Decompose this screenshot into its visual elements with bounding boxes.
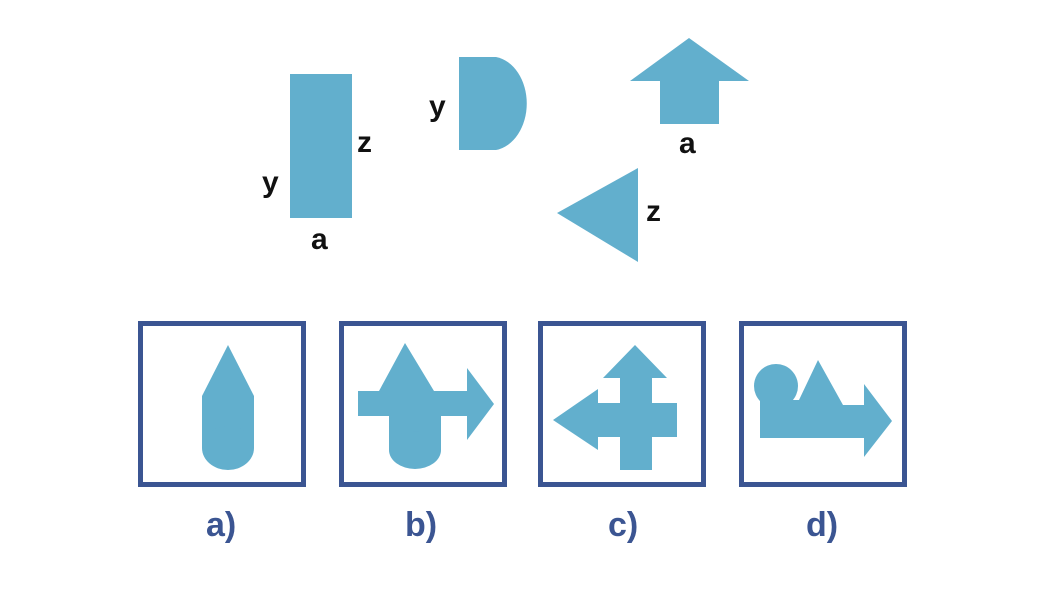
half-disc-piece [459, 57, 527, 150]
pieces-area [290, 38, 749, 262]
option-a-shape [202, 345, 254, 470]
option-c-label[interactable]: c) [608, 506, 639, 544]
option-c-shape [553, 345, 677, 470]
option-b-box[interactable] [339, 321, 507, 487]
option-d-label[interactable]: d) [806, 506, 839, 544]
arrow-head-label-a: a [679, 127, 696, 160]
rectangle-label-y: y [262, 166, 279, 199]
triangle-piece [557, 168, 638, 262]
option-c-box[interactable] [538, 321, 706, 487]
rectangle-label-z: z [357, 126, 372, 159]
option-a-label[interactable]: a) [206, 506, 237, 544]
arrow-head-piece [630, 38, 749, 124]
option-b-shape [358, 343, 494, 469]
option-b-label[interactable]: b) [405, 506, 438, 544]
half-disc-label-y: y [429, 90, 446, 123]
triangle-label-z: z [646, 195, 661, 228]
option-a-box[interactable] [138, 321, 306, 487]
rectangle-label-a: a [311, 223, 328, 256]
rectangle-piece [290, 74, 352, 218]
option-d-shape [754, 360, 892, 457]
option-d-box[interactable] [739, 321, 907, 487]
